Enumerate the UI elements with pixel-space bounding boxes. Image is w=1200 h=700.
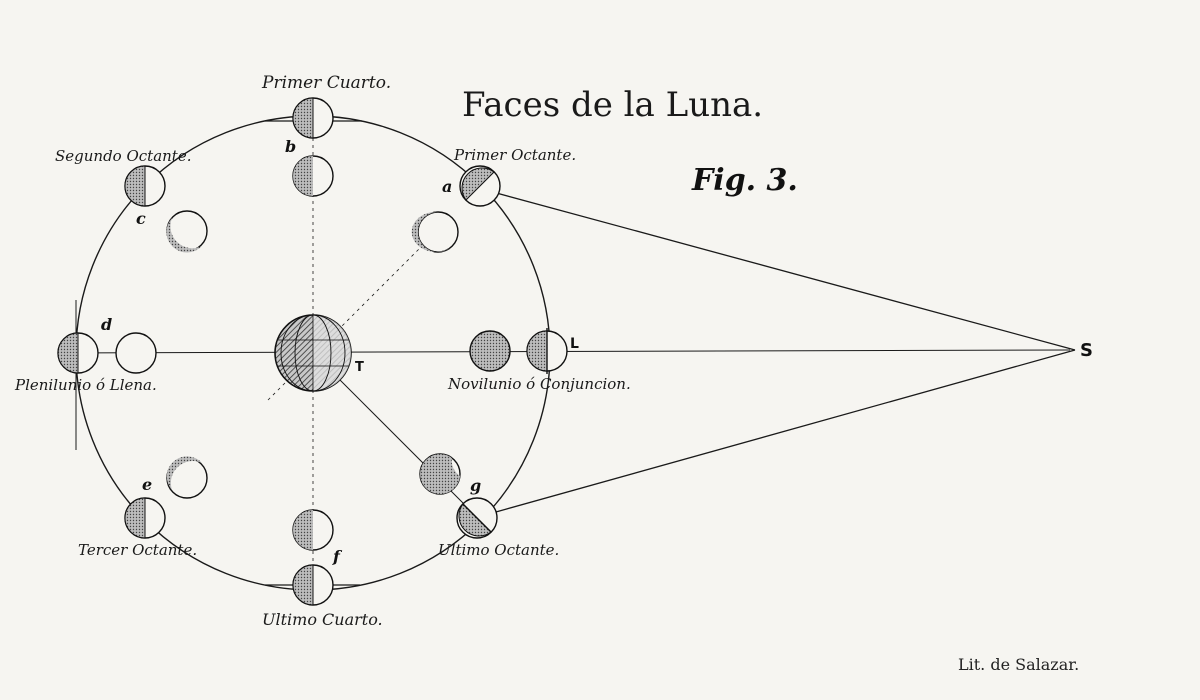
- position-letter-f: f: [332, 547, 343, 566]
- figure-label: Fig. 3.: [691, 163, 798, 198]
- sun-label: S: [1080, 340, 1093, 361]
- label-tercer-octante: Tercer Octante.: [78, 541, 197, 559]
- phase-view-segundo-octante: [166, 210, 208, 253]
- sun-ray-lower: [477, 349, 1076, 518]
- moon-orbit-primer-octante: [459, 165, 501, 207]
- phase-view-primer-octante: [411, 211, 459, 253]
- position-letter-b: b: [285, 137, 296, 156]
- moon-orbit-tercer-octante: [124, 497, 166, 539]
- position-letter-e: e: [142, 475, 152, 494]
- position-letter-d: d: [101, 315, 112, 334]
- position-letter-g: g: [470, 476, 481, 495]
- moon-orbit-primer-cuarto: [292, 97, 334, 139]
- label-segundo-octante: Segundo Octante.: [55, 147, 191, 165]
- label-novilunio: Novilunio ó Conjuncion.: [447, 375, 631, 393]
- phase-view-ultimo-octante: [419, 453, 461, 495]
- moon-orbit-segundo-octante: [124, 165, 166, 207]
- label-ultimo-octante: Ultimo Octante.: [438, 541, 559, 559]
- lithographer-credit: Lit. de Salazar.: [958, 655, 1079, 674]
- earth-label: T: [355, 360, 364, 375]
- label-ultimo-cuarto: Ultimo Cuarto.: [262, 610, 383, 629]
- position-letter-a: a: [442, 177, 452, 196]
- position-letter-c: c: [136, 209, 146, 228]
- diagonal-dashed: [267, 227, 441, 401]
- label-primer-octante: Primer Octante.: [453, 146, 576, 164]
- sun-ray-upper: [477, 187, 1076, 351]
- phase-view-plenilunio: [115, 332, 157, 374]
- phase-view-novilunio: [469, 330, 511, 372]
- moon-orbit-novilunio: [526, 328, 568, 374]
- phase-view-ultimo-cuarto: [292, 509, 334, 551]
- earth-globe: [274, 314, 352, 392]
- diagram-title: Faces de la Luna.: [462, 85, 763, 125]
- label-primer-cuarto: Primer Cuarto.: [261, 73, 391, 93]
- moon-marker-label: L: [570, 336, 579, 352]
- moon-orbit-ultimo-cuarto: [292, 564, 334, 606]
- moon-orbit-ultimo-octante: [456, 497, 498, 539]
- phase-view-tercer-octante: [166, 456, 208, 499]
- phase-view-primer-cuarto: [292, 155, 334, 197]
- label-plenilunio: Plenilunio ó Llena.: [14, 376, 157, 394]
- moon-orbit-plenilunio: [57, 332, 99, 374]
